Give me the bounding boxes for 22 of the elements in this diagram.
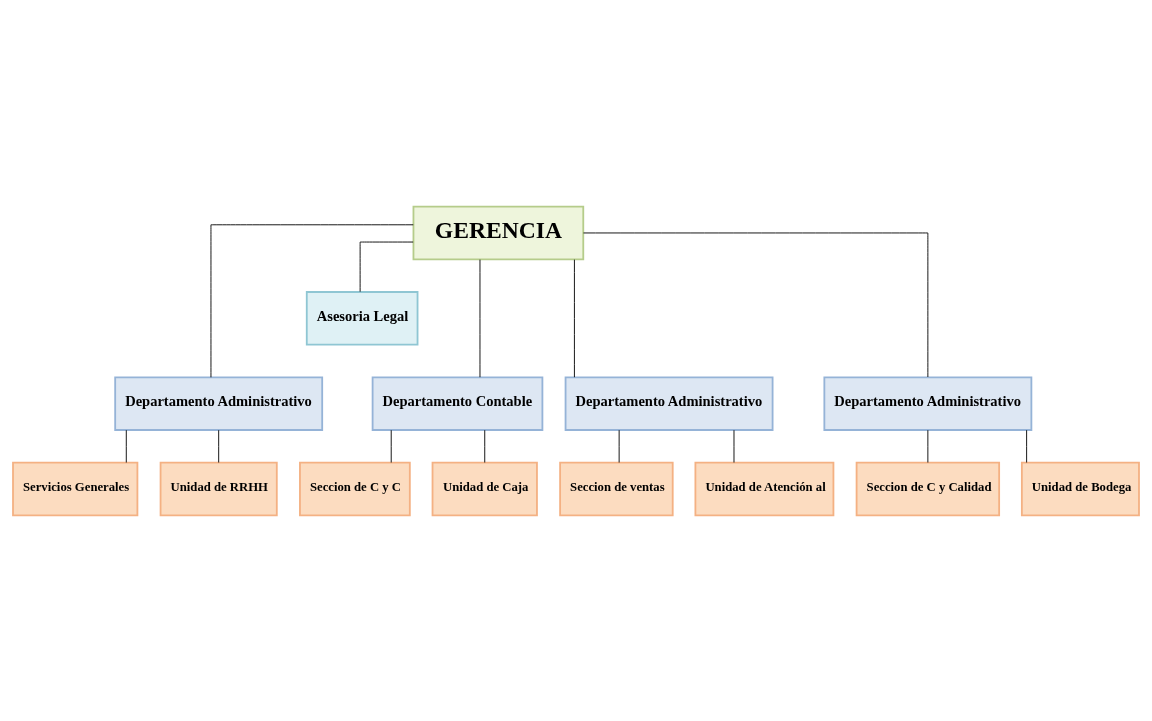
node-box: Unidad de RRHH bbox=[159, 461, 278, 516]
connector bbox=[583, 232, 929, 377]
node-box: Unidad de Bodega bbox=[1020, 461, 1140, 516]
node-box: Unidad de Caja bbox=[431, 461, 538, 516]
node-box: Servicios Generales bbox=[12, 461, 139, 516]
connector bbox=[218, 429, 220, 463]
connector bbox=[210, 223, 414, 378]
node-box: Seccion de ventas bbox=[559, 461, 674, 516]
node-box: Seccion de C y C bbox=[299, 461, 411, 516]
connector bbox=[359, 241, 414, 292]
connector bbox=[484, 429, 486, 463]
node-box: Departamento Contable bbox=[371, 375, 544, 431]
node-box: Departamento Administrativo bbox=[114, 375, 324, 431]
connector bbox=[125, 429, 127, 463]
node-box: GERENCIA bbox=[412, 205, 585, 260]
node-box: Unidad de Atención al bbox=[694, 461, 835, 516]
node-box: Seccion de C y Calidad bbox=[855, 461, 1001, 516]
node-box: Departamento Administrativo bbox=[823, 375, 1033, 431]
node-box: Departamento Administrativo bbox=[564, 375, 774, 431]
connector bbox=[1026, 429, 1028, 463]
connector bbox=[573, 258, 575, 378]
node-box: Asesoria Legal bbox=[305, 290, 419, 346]
